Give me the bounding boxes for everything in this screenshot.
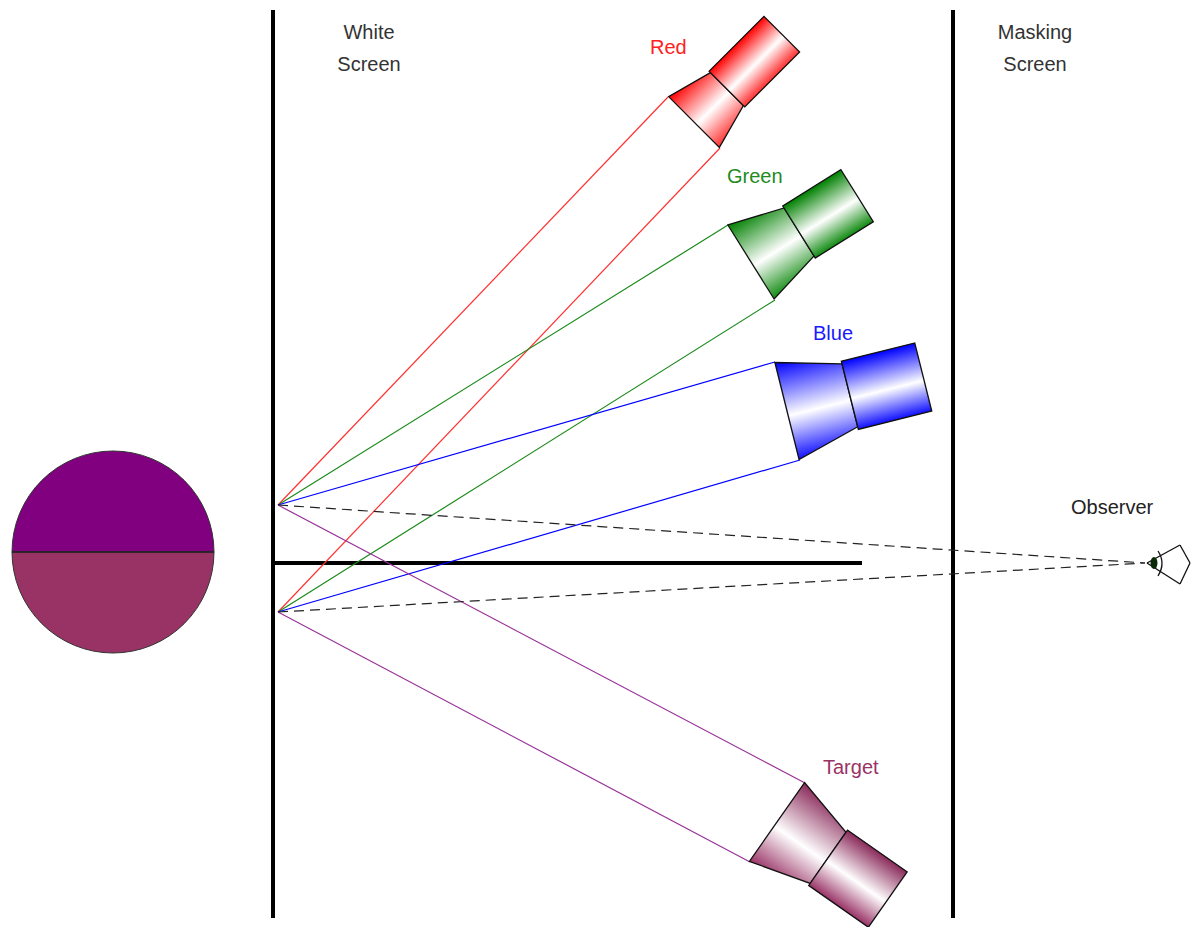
projector-label: Red [650,35,687,59]
blue-beam [278,460,800,612]
sight-line [278,563,1145,612]
red-beam [278,148,720,612]
red-beam [278,97,668,505]
observer-label: Observer [1071,495,1153,519]
target-beam [278,612,750,862]
projector-label: Blue [813,321,853,345]
screen-label: Masking Screen [978,16,1092,80]
beams [278,97,1145,862]
circle-divider [12,551,214,553]
green-projector [728,159,880,299]
masking-screen [951,10,955,918]
green-beam [278,300,775,612]
blue-projector [775,329,935,460]
observer-eye [1147,545,1190,584]
green-beam [278,225,728,505]
divider-bar [273,561,862,565]
color-circle [12,451,214,653]
circle-bottom-half [12,552,214,653]
white-screen [271,10,275,918]
red-projector [669,9,808,148]
blue-beam [278,362,775,505]
circle-top-half [12,451,214,552]
sight-line [278,505,1145,563]
screen-label: White Screen [314,16,424,80]
target-beam [278,505,805,783]
projector-label: Green [727,164,783,188]
target-projector [749,783,915,927]
projector-label: Target [823,755,879,779]
